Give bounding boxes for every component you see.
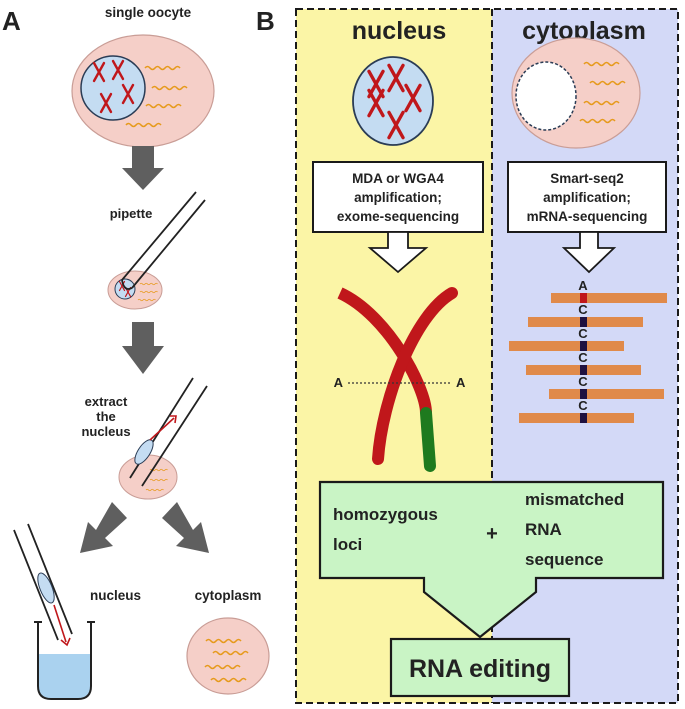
locus-label-right: A <box>456 375 466 390</box>
read-base-label: C <box>578 350 588 365</box>
read-base-mark <box>580 389 587 399</box>
nucleus-method-line-1: MDA or WGA4 <box>352 171 444 186</box>
cytoplasm-down-arrow <box>561 231 617 274</box>
locus-label-left: A <box>334 375 344 390</box>
read-base-label: C <box>578 374 588 389</box>
read-bar <box>509 341 624 351</box>
panel-a: A single oocyte pipette <box>2 5 270 700</box>
oocyte-extraction <box>118 377 208 500</box>
cytoplasm-method-line-3: mRNA-sequencing <box>527 209 648 224</box>
nucleus-label: nucleus <box>90 588 141 603</box>
result-box <box>389 637 571 698</box>
cytoplasm-cell <box>186 617 270 695</box>
result-label: RNA editing <box>409 655 551 683</box>
panel-b-border <box>295 8 679 704</box>
nucleus-down-arrow <box>367 231 429 274</box>
nucleus-illustration <box>352 56 434 146</box>
cytoplasm-method-line-2: amplification; <box>543 190 631 205</box>
nucleus-method-line-2: amplification; <box>354 190 442 205</box>
read-base-label: C <box>578 326 588 341</box>
read-base-mark <box>580 317 587 327</box>
mismatched-line-1: mismatched <box>525 490 624 509</box>
nucleus-header: nucleus <box>352 17 446 45</box>
split-arrow-left <box>80 502 127 553</box>
oocyte-with-pipette <box>107 191 206 310</box>
nucleus-method-box <box>312 161 484 233</box>
pipette-label: pipette <box>110 206 153 221</box>
tube-with-nucleus <box>13 523 95 700</box>
extract-label-3: nucleus <box>81 424 130 439</box>
plus-sign: + <box>486 523 498 545</box>
extract-label-2: the <box>96 409 116 424</box>
mismatched-line-3: sequence <box>525 550 603 569</box>
homozygous-line-1: homozygous <box>333 505 438 524</box>
read-base-mark <box>580 413 587 423</box>
panel-b: B nucleus cytoplasm MDA or WGA4 amp <box>256 6 679 704</box>
combination-box <box>318 480 665 639</box>
read-base-mark <box>580 365 587 375</box>
single-oocyte-label: single oocyte <box>105 5 192 20</box>
read-bar <box>551 293 667 303</box>
split-arrow-right <box>162 502 209 553</box>
homozygous-line-2: loci <box>333 535 362 554</box>
mismatched-line-2: RNA <box>525 520 562 539</box>
read-bar <box>549 389 664 399</box>
read-base-mark <box>580 293 587 303</box>
nucleus-method-line-3: exome-sequencing <box>337 209 459 224</box>
cytoplasm-illustration <box>511 37 641 149</box>
panel-a-letter: A <box>2 6 21 36</box>
read-base-label: C <box>578 302 588 317</box>
panel-b-letter: B <box>256 6 275 36</box>
cytoplasm-label: cytoplasm <box>195 588 262 603</box>
cytoplasm-method-box <box>507 161 667 233</box>
pipette-shape <box>121 191 206 289</box>
oocyte-cell <box>71 34 215 148</box>
read-base-label: A <box>578 278 588 293</box>
read-base-mark <box>580 341 587 351</box>
extract-label-1: extract <box>85 394 128 409</box>
chromosome-x: A A <box>334 287 466 472</box>
down-arrow-1 <box>122 146 164 190</box>
read-bar <box>519 413 634 423</box>
read-base-label: C <box>578 398 588 413</box>
down-arrow-2 <box>122 322 164 374</box>
nucleus-shape <box>80 55 146 121</box>
cytoplasm-method-line-1: Smart-seq2 <box>550 171 624 186</box>
